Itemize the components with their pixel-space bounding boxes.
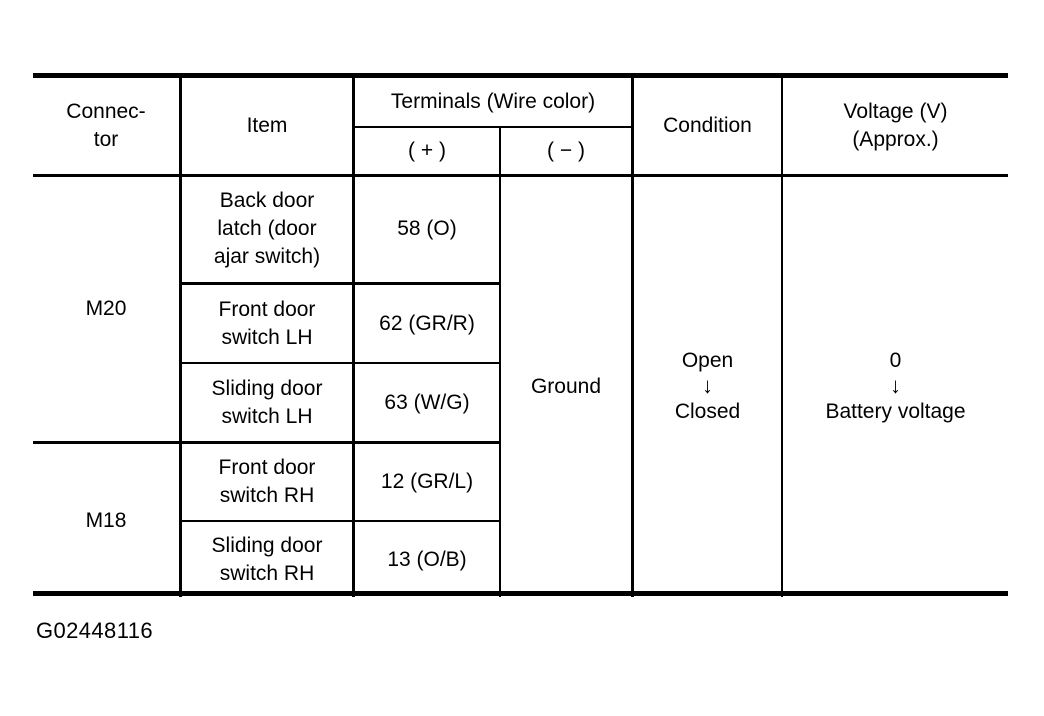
column-rule-negative-condition (631, 78, 634, 597)
connector-cell-m20: M20 (33, 176, 179, 441)
down-arrow-icon: ↓ (702, 373, 713, 399)
header-condition-label: Condition (663, 114, 752, 138)
terminal-positive-value-58: 58 (O) (397, 217, 457, 241)
voltage-value-zero: 0 (889, 348, 902, 372)
header-terminal-positive-label: ( + ) (408, 139, 446, 163)
item-sliding-door-lh-line2: switch LH (221, 404, 313, 428)
header-voltage-line1: Voltage (V) (843, 100, 948, 124)
header-body-divider (33, 174, 1008, 177)
down-arrow-icon: ↓ (890, 373, 901, 399)
connector-label-m20: M20 (85, 296, 127, 320)
header-voltage: Voltage (V) (Approx.) (783, 78, 1008, 174)
header-connector-line1: Connec- (66, 100, 146, 124)
terminal-positive-value-12: 12 (GR/L) (380, 470, 474, 494)
terminal-positive-sliding-door-lh: 63 (W/G) (355, 364, 499, 441)
specification-table: Connec- tor Item Terminals (Wire color) … (33, 73, 1008, 597)
terminal-negative-ground-label: Ground (530, 374, 602, 398)
item-sliding-door-lh-line1: Sliding door (211, 376, 323, 400)
voltage-value-battery: Battery voltage (825, 399, 966, 423)
condition-state-open: Open (681, 348, 734, 372)
condition-state-closed: Closed (674, 399, 741, 423)
header-subdivider-terminals (352, 126, 633, 128)
header-terminal-positive: ( + ) (355, 128, 499, 174)
connector-cell-m18: M18 (33, 444, 179, 597)
item-cell-sliding-door-switch-rh: Sliding door switch RH (182, 522, 352, 597)
figure-reference-code: G02448116 (36, 618, 153, 643)
header-terminals-group-label: Terminals (Wire color) (390, 90, 596, 114)
header-terminal-negative: ( − ) (501, 128, 631, 174)
item-front-door-rh-line2: switch RH (219, 484, 315, 507)
terminal-positive-sliding-door-rh: 13 (O/B) (355, 522, 499, 597)
header-terminals-group: Terminals (Wire color) (355, 78, 631, 126)
voltage-cell-merged: 0 ↓ Battery voltage (783, 176, 1008, 597)
column-rule-item-terminal (352, 78, 355, 597)
terminal-positive-value-62: 62 (GR/R) (379, 311, 475, 335)
header-item-label: Item (246, 114, 288, 138)
connector-label-m18: M18 (85, 508, 127, 532)
item-front-door-lh-line2: switch LH (221, 325, 313, 349)
header-condition: Condition (634, 78, 781, 174)
item-back-door-latch-line3: ajar switch) (213, 244, 321, 268)
item-front-door-lh-line1: Front door (218, 297, 316, 321)
terminal-positive-value-63: 63 (W/G) (384, 390, 470, 414)
item-cell-front-door-switch-rh: Front door switch RH (182, 444, 352, 520)
column-rule-condition-voltage (781, 78, 783, 597)
terminal-positive-back-door-latch: 58 (O) (355, 176, 499, 282)
row-divider-frontrh-slidingrh (179, 520, 501, 522)
terminal-positive-front-door-lh: 62 (GR/R) (355, 285, 499, 362)
terminal-positive-value-13: 13 (O/B) (387, 547, 467, 571)
condition-cell-merged: Open ↓ Closed (634, 176, 781, 597)
header-item: Item (182, 78, 352, 174)
item-back-door-latch-line1: Back door (219, 189, 315, 213)
item-cell-sliding-door-switch-lh: Sliding door switch LH (182, 364, 352, 441)
terminal-positive-front-door-rh: 12 (GR/L) (355, 444, 499, 520)
header-connector-line2: tor (93, 128, 119, 151)
group-divider-m20-m18 (33, 441, 501, 444)
column-rule-connector-item (179, 78, 182, 597)
header-terminal-negative-label: ( − ) (547, 139, 585, 163)
header-connector: Connec- tor (33, 78, 179, 174)
header-voltage-line2: (Approx.) (852, 128, 939, 151)
item-back-door-latch-line2: latch (door (217, 217, 317, 241)
item-front-door-rh-line1: Front door (218, 456, 316, 480)
terminal-negative-ground-cell: Ground (501, 176, 631, 597)
item-cell-back-door-latch: Back door latch (door ajar switch) (182, 176, 352, 282)
row-divider-backdoor-frontlh (179, 282, 501, 285)
row-divider-frontlh-slidinglh (179, 362, 501, 364)
item-sliding-door-rh-line1: Sliding door (211, 533, 323, 557)
item-cell-front-door-switch-lh: Front door switch LH (182, 285, 352, 362)
item-sliding-door-rh-line2: switch RH (219, 561, 315, 585)
